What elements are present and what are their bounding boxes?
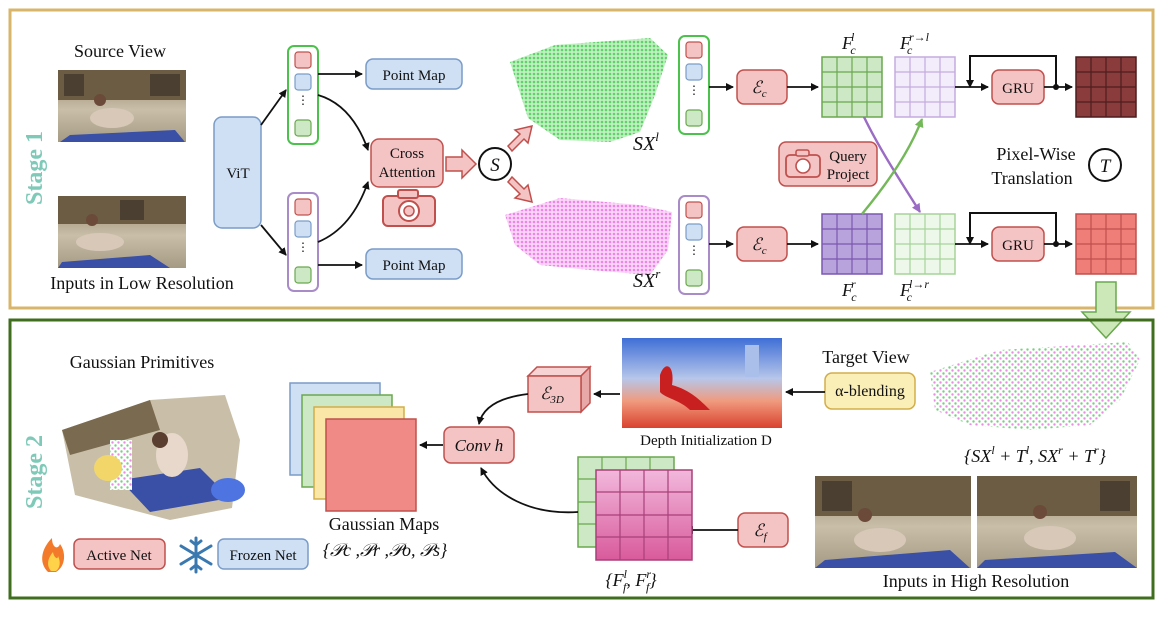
inputs-high-label: Inputs in High Resolution	[883, 571, 1070, 591]
stage1-frame	[8, 8, 1155, 310]
token-stack-green: ⋮	[678, 35, 710, 135]
point-map-top	[365, 58, 463, 90]
query-camera-icon	[785, 149, 821, 178]
conv-h-block	[443, 426, 515, 464]
stage2-label: Stage 2	[22, 435, 48, 509]
sx-left-label: SXl	[633, 129, 659, 155]
gaussian-primitives-label: Gaussian Primitives	[70, 352, 215, 372]
conv-h-label: Conv h	[455, 436, 504, 455]
pixel-wise-line2: Translation	[991, 168, 1072, 188]
gaussian-maps-stack	[289, 382, 417, 512]
point-map-bottom-label: Point Map	[383, 258, 446, 274]
point-map-bottom	[365, 248, 463, 280]
source-view-label: Source View	[74, 41, 166, 61]
high-res-image-right	[977, 476, 1137, 568]
alpha-blending-block	[824, 372, 916, 410]
vit-block	[213, 116, 262, 229]
merged-point-cloud	[930, 342, 1140, 430]
svg-text:⋮: ⋮	[688, 243, 700, 257]
grid-output-bottom	[1075, 213, 1137, 275]
token-stack-purple: ⋮	[678, 195, 710, 295]
fire-icon	[42, 538, 65, 572]
active-net-legend	[73, 538, 166, 570]
cross-attention-block	[370, 138, 444, 188]
svg-text:⋮: ⋮	[688, 83, 700, 97]
block-arrow-to-s	[445, 148, 478, 180]
inputs-low-label: Inputs in Low Resolution	[50, 273, 234, 293]
s-symbol: S	[490, 155, 500, 176]
grid-f-c-r-to-l	[894, 56, 956, 118]
depth-init-image	[622, 338, 782, 428]
vit-label: ViT	[226, 166, 249, 182]
grid-f-c-r	[821, 213, 883, 275]
token-stack-bottom: ⋮	[287, 192, 319, 292]
cross-attention-line2: Attention	[379, 165, 436, 181]
depth-init-label: Depth Initialization D	[640, 433, 772, 449]
high-res-image-left	[815, 476, 971, 568]
stage2-frame	[8, 318, 1155, 600]
query-project-line1: Query	[829, 149, 867, 165]
encoder-3d-cube	[526, 365, 592, 414]
token-stack-top: ⋮	[287, 45, 319, 145]
snowflake-icon	[179, 536, 213, 574]
green-point-cloud	[510, 38, 668, 142]
t-symbol-circle	[1088, 148, 1122, 182]
cross-attention-line1: Cross	[390, 146, 424, 162]
frozen-net-legend	[217, 538, 309, 570]
gaussian-maps-set: {𝒫c ,𝒫r ,𝒫o, 𝒫s}	[323, 540, 448, 560]
sx-sum-label: {SXl + Tl, SXr + Tr}	[964, 443, 1107, 466]
pixel-wise-line1: Pixel-Wise	[996, 144, 1075, 164]
svg-text:⋮: ⋮	[297, 240, 309, 254]
gaussian-primitives-render	[62, 395, 245, 520]
grid-output-top	[1075, 56, 1137, 118]
camera-icon	[382, 189, 436, 227]
target-view-label: Target View	[822, 347, 909, 367]
source-image-right	[58, 196, 186, 268]
stage1-label: Stage 1	[22, 131, 48, 205]
point-map-top-label: Point Map	[383, 68, 446, 84]
sx-right-label: SXr	[633, 266, 661, 292]
frozen-net-label: Frozen Net	[229, 548, 297, 564]
gru-top-label: GRU	[1002, 81, 1034, 97]
grid-f-c-l	[821, 56, 883, 118]
svg-text:⋮: ⋮	[297, 93, 309, 107]
pink-point-cloud	[505, 198, 672, 275]
t-symbol: T	[1100, 156, 1112, 177]
alpha-blending-label: α-blending	[835, 383, 905, 400]
stage-transition-arrow	[1080, 281, 1132, 340]
block-arrow-up-cloud	[506, 124, 534, 153]
grid-f-f-front	[595, 469, 693, 561]
source-image-left	[58, 70, 186, 142]
s-symbol-circle	[478, 147, 512, 181]
active-net-label: Active Net	[86, 548, 152, 564]
arrow-query-green	[861, 118, 924, 215]
grid-f-c-l-to-r	[894, 213, 956, 275]
gaussian-maps-label: Gaussian Maps	[329, 514, 440, 534]
gru-bottom-label: GRU	[1002, 238, 1034, 254]
query-project-line2: Project	[827, 167, 870, 183]
block-arrow-down-cloud	[506, 175, 534, 204]
arrow-query-purple	[862, 116, 922, 213]
